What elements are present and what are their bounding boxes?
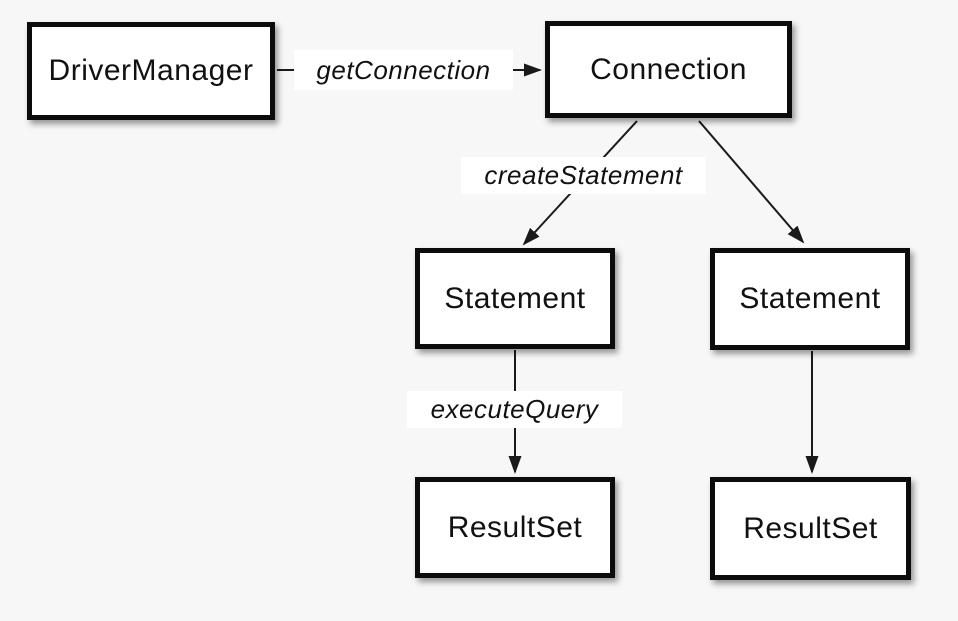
- edge-label-executequery: executeQuery: [407, 391, 622, 428]
- node-resultset-left: ResultSet: [415, 477, 615, 578]
- node-statement-right-label: Statement: [739, 282, 881, 315]
- node-connection: Connection: [545, 21, 792, 118]
- node-statement-right: Statement: [710, 248, 910, 350]
- node-resultset-left-label: ResultSet: [447, 510, 583, 544]
- edge-label-getconnection: getConnection: [294, 50, 513, 90]
- edge-label-createstatement: createStatement: [461, 157, 706, 194]
- node-statement-left: Statement: [415, 248, 615, 349]
- node-resultset-right-label: ResultSet: [743, 511, 878, 545]
- node-connection-label: Connection: [590, 52, 747, 86]
- node-drivermanager: DriverManager: [27, 22, 275, 120]
- node-drivermanager-label: DriverManager: [48, 54, 254, 87]
- edge-connection-statement-right-line: [698, 120, 805, 244]
- node-resultset-right: ResultSet: [710, 477, 911, 580]
- node-statement-left-label: Statement: [444, 281, 586, 315]
